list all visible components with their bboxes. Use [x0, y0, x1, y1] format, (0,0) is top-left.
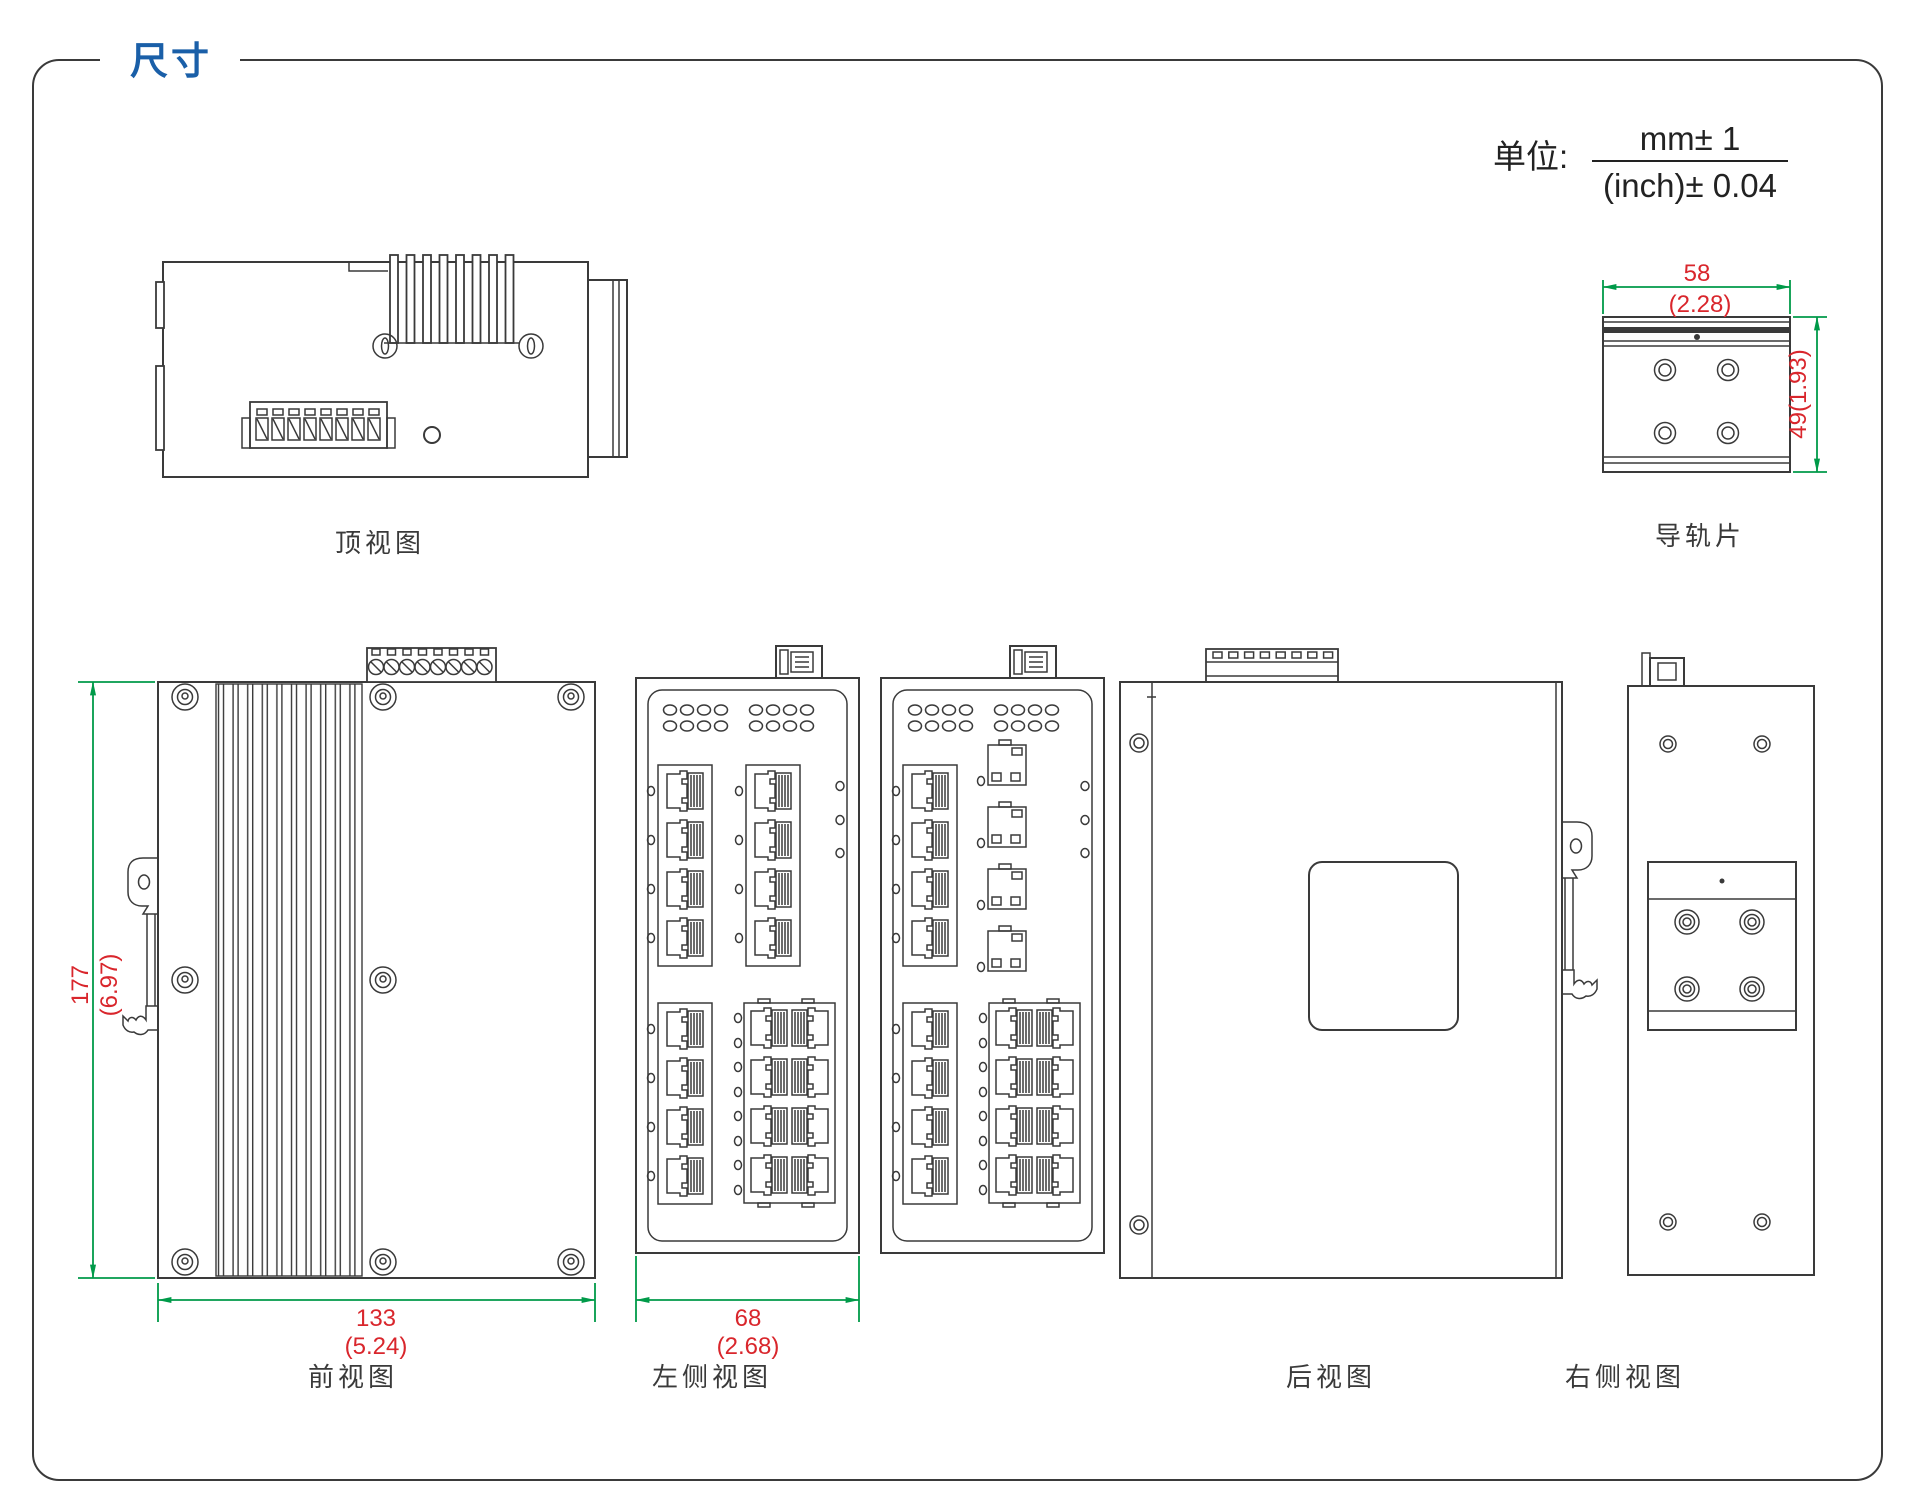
unit-denominator: (inch)± 0.04	[1603, 167, 1777, 204]
screw-icon	[1659, 1213, 1677, 1231]
din-plate-mounted	[1647, 861, 1797, 1031]
screw-icon	[171, 966, 199, 994]
screw-icon	[1129, 1215, 1149, 1235]
left-side-view-b	[880, 645, 1105, 1254]
top-connector	[1641, 652, 1685, 687]
dimension-height-49: 49(1.93)	[1785, 316, 1827, 473]
screw-icon	[1653, 421, 1677, 445]
dim-text: 68	[735, 1305, 762, 1332]
dim-text: 49(1.93)	[1785, 349, 1812, 438]
sfp-port	[976, 801, 1027, 849]
top-view: 顶视图	[155, 254, 628, 558]
screw-icon	[1659, 735, 1677, 753]
rj45-port-column	[736, 765, 801, 966]
dim-text: 58	[1684, 260, 1711, 287]
dim-text: (2.28)	[1669, 291, 1732, 318]
led-indicators	[993, 704, 1060, 732]
screw-icon	[171, 1248, 199, 1276]
dim-text: (2.68)	[717, 1333, 780, 1360]
dim-text: 133	[356, 1305, 396, 1332]
mounting-cutout	[1308, 861, 1459, 1031]
dimension-width-58: 58 (2.28)	[1602, 260, 1791, 318]
left-side-view-a: 68 (2.68) 左侧视图	[635, 645, 860, 1392]
din-rail-clip	[122, 857, 159, 1036]
screw-icon	[372, 333, 398, 359]
din-plate-label: 导轨片	[1655, 521, 1745, 551]
unit-numerator: mm± 1	[1640, 120, 1741, 157]
indicator-holes	[835, 780, 845, 859]
rj45-port-column	[648, 1003, 713, 1204]
screw-icon	[1716, 358, 1740, 382]
rear-view-label: 后视图	[1286, 1362, 1376, 1392]
screw-icon	[1129, 733, 1149, 753]
dim-text: (6.97)	[96, 954, 123, 1017]
right-view-label: 右侧视图	[1565, 1362, 1685, 1392]
unit-note: 单位: mm± 1 (inch)± 0.04	[1493, 120, 1788, 204]
din-rail-clip	[1561, 821, 1598, 1000]
screw-icon	[1716, 421, 1740, 445]
screw-icon	[1753, 735, 1771, 753]
screw-icon	[557, 1248, 585, 1276]
rj45-port-block	[980, 999, 1081, 1207]
top-connector	[775, 645, 823, 679]
screw-icon	[1753, 1213, 1771, 1231]
din-rail-plate-view: 58 (2.28) 49(1.93) 导轨片	[1602, 260, 1827, 551]
unit-prefix: 单位:	[1493, 138, 1568, 175]
screw-icon	[369, 966, 397, 994]
screw-icon	[1653, 358, 1677, 382]
dimension-height-177: 177 (6.97)	[67, 681, 155, 1279]
sfp-port	[976, 739, 1027, 787]
screw-icon	[557, 683, 585, 711]
screw-icon	[369, 1248, 397, 1276]
top-connector	[1009, 645, 1057, 679]
right-side-view: 右侧视图	[1565, 652, 1815, 1392]
dim-text: (5.24)	[345, 1333, 408, 1360]
screw-icon	[171, 683, 199, 711]
front-view-label: 前视图	[308, 1362, 398, 1392]
rj45-port-block	[735, 999, 836, 1207]
led-indicators	[907, 704, 974, 732]
dimension-width-68: 68 (2.68)	[635, 1256, 860, 1360]
page-frame: 尺寸	[32, 41, 1883, 1481]
page-title: 尺寸	[130, 41, 212, 83]
dimension-width-133: 133 (5.24)	[157, 1283, 596, 1360]
indicator-holes	[1080, 780, 1090, 859]
led-indicators	[748, 704, 815, 732]
rj45-port-column	[648, 765, 713, 966]
sfp-port	[976, 925, 1027, 973]
heatsink-fins	[215, 683, 363, 1277]
sfp-port	[976, 863, 1027, 911]
screw-icon	[369, 683, 397, 711]
terminal-block	[241, 401, 396, 449]
rear-view: 后视图	[1119, 648, 1598, 1392]
terminal-block	[366, 647, 497, 683]
front-view: 177 (6.97) 133 (5.24) 前视图	[67, 647, 596, 1392]
led-indicators	[662, 704, 729, 732]
din-clip-edge	[587, 279, 628, 458]
terminal-block	[1205, 648, 1339, 683]
title-gap	[100, 46, 240, 74]
border-frame	[32, 59, 1883, 1481]
left-view-label: 左侧视图	[652, 1362, 772, 1392]
rj45-port-column	[893, 765, 958, 966]
screw-icon	[518, 333, 544, 359]
ground-screw-icon	[423, 426, 441, 444]
rj45-port-column	[893, 1003, 958, 1204]
dim-text: 177	[67, 965, 94, 1005]
top-view-label: 顶视图	[335, 528, 425, 558]
